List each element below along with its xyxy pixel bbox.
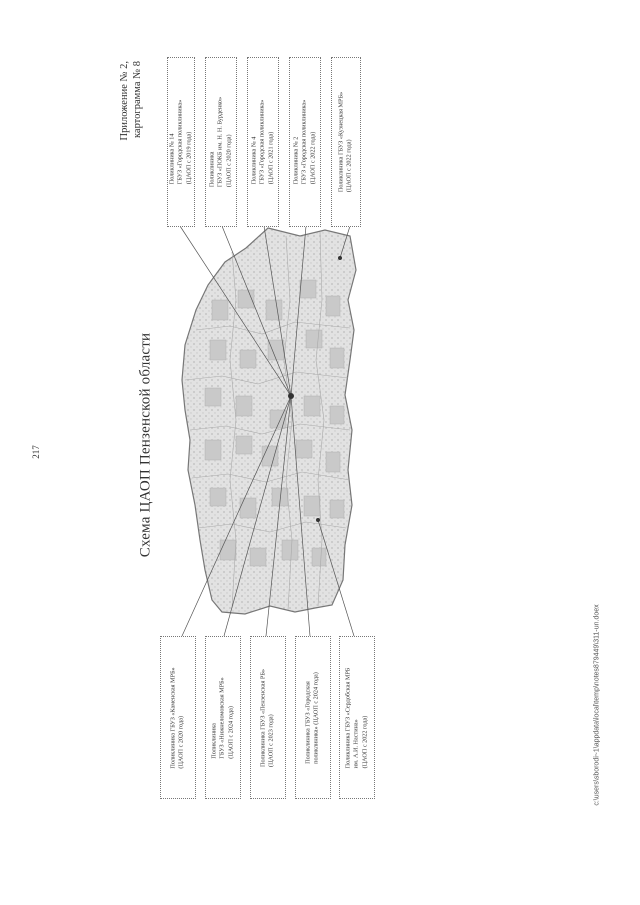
clinic-box-bottom-5: Поликлиника ГБУЗ «Сердобская МРБ им. А.И…: [339, 636, 375, 799]
clinic-box-text: Поликлиника ГБУЗ «ПОКБ им. Н. Н. Бурденк…: [208, 96, 233, 188]
file-path: c:\users\sborodi~1\appdata\local\temp\no…: [593, 604, 601, 806]
clinic-box-top-1: Поликлиника № 14 ГБУЗ «Городская поликли…: [167, 57, 195, 227]
clinic-box-text: Поликлиника ГБУЗ «Нижнеломовская МРБ» (Ц…: [210, 676, 235, 759]
city-marker-kuznetsk: [338, 256, 342, 260]
region-outline: [181, 227, 357, 615]
district-blocks: [204, 279, 345, 567]
city-marker-serdobsk: [316, 518, 320, 522]
district-borders: [184, 231, 351, 611]
clinic-box-text: Поликлиника ГБУЗ «Сердобская МРБ им. А.И…: [344, 667, 369, 768]
clinic-box-text: Поликлиника ГБУЗ «Каменская МРБ» (ЦАОП с…: [169, 666, 185, 769]
clinic-box-bottom-1: Поликлиника ГБУЗ «Каменская МРБ» (ЦАОП с…: [160, 636, 196, 799]
clinic-box-top-2: Поликлиника ГБУЗ «ПОКБ им. Н. Н. Бурденк…: [205, 57, 237, 227]
clinic-box-text: Поликлиника ГБУЗ «Пензенская РБ» (ЦАОП с…: [259, 668, 275, 767]
clinic-box-bottom-3: Поликлиника ГБУЗ «Пензенская РБ» (ЦАОП с…: [250, 636, 286, 799]
clinic-box-top-3: Поликлиника № 4 ГБУЗ «Городская поликлин…: [247, 57, 279, 227]
clinic-box-bottom-2: Поликлиника ГБУЗ «Нижнеломовская МРБ» (Ц…: [205, 636, 241, 799]
connector-lines: [179, 225, 355, 637]
clinic-box-text: Поликлиника ГБУЗ «Городская поликлиника»…: [304, 671, 320, 764]
clinic-box-text: Поликлиника № 4 ГБУЗ «Городская поликлин…: [250, 99, 275, 185]
clinic-box-text: Поликлиника № 14 ГБУЗ «Городская поликли…: [168, 99, 193, 185]
clinic-box-text: Поликлиника № 2 ГБУЗ «Городская поликлин…: [292, 99, 317, 185]
clinic-box-text: Поликлиника ГБУЗ «Кузнецкая МРБ» (ЦАОП с…: [337, 91, 353, 193]
clinic-box-top-5: Поликлиника ГБУЗ «Кузнецкая МРБ» (ЦАОП с…: [331, 57, 361, 227]
clinic-box-bottom-4: Поликлиника ГБУЗ «Городская поликлиника»…: [295, 636, 331, 799]
clinic-box-top-4: Поликлиника № 2 ГБУЗ «Городская поликлин…: [289, 57, 321, 227]
city-marker: [288, 393, 294, 399]
